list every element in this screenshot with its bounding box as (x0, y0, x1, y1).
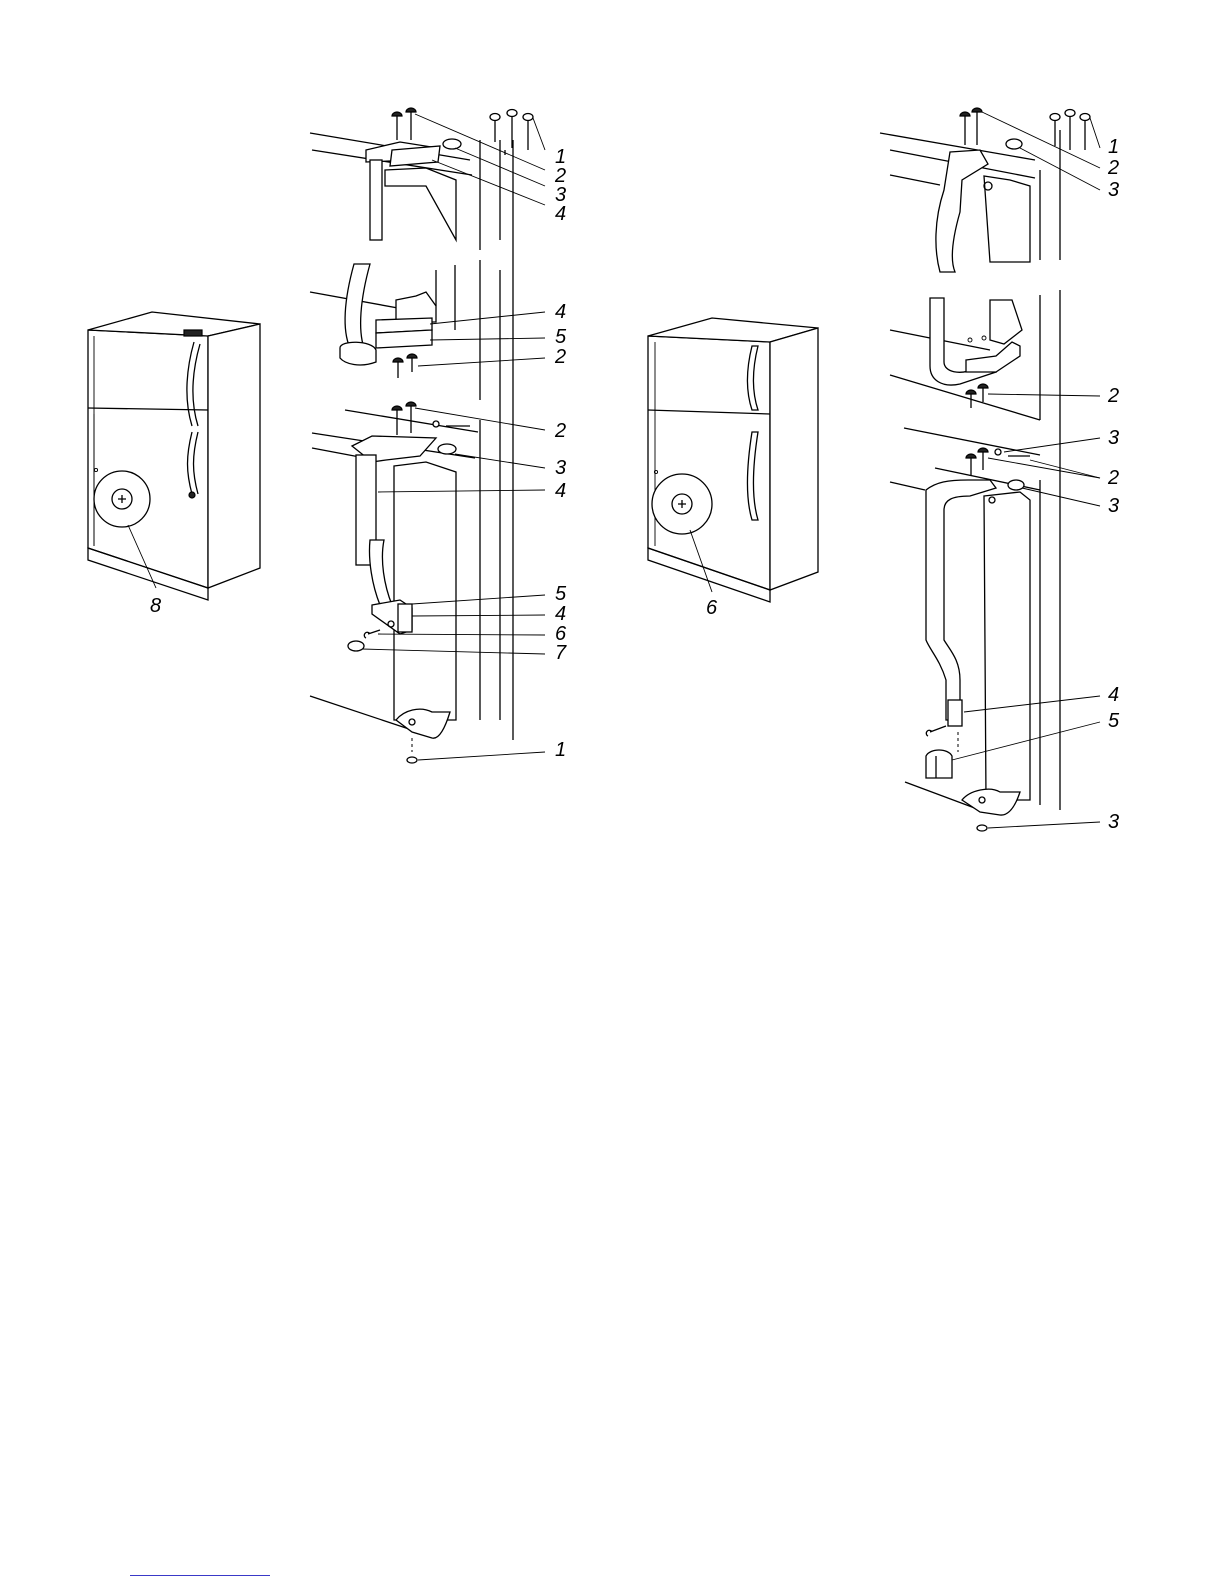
footnote-rule (130, 1575, 270, 1576)
callout-label: 6 (706, 597, 718, 619)
callout-label: 4 (1108, 684, 1119, 706)
callout-label: 2 (1107, 467, 1119, 489)
callout-label: 5 (555, 326, 567, 348)
right-overview-refrigerator: 6 (648, 318, 818, 619)
left-overview-refrigerator: 8 (88, 312, 260, 617)
callout-label: 3 (1108, 811, 1119, 833)
callout-label: 2 (1107, 157, 1119, 179)
callout-label: 5 (1108, 710, 1120, 732)
callout-label: 4 (555, 480, 566, 502)
callout-label: 4 (555, 301, 566, 323)
callout-label: 4 (555, 603, 566, 625)
callout-label: 4 (555, 203, 566, 225)
callout-label: 3 (555, 457, 566, 479)
left-assembly: 1 2 3 4 4 5 2 2 3 (310, 108, 567, 763)
callout-label: 1 (1108, 136, 1119, 158)
right-assembly: 1 2 3 2 3 2 3 (880, 108, 1120, 833)
callout-label: 3 (1108, 495, 1119, 517)
callout-label: 8 (150, 595, 161, 617)
callout-label: 7 (555, 642, 567, 664)
callout-label: 3 (1108, 179, 1119, 201)
callout-label: 1 (555, 739, 566, 761)
callout-label: 3 (1108, 427, 1119, 449)
callout-label: 2 (1107, 385, 1119, 407)
callout-label: 2 (554, 346, 566, 368)
callout-label: 2 (554, 420, 566, 442)
callout-label: 5 (555, 583, 567, 605)
